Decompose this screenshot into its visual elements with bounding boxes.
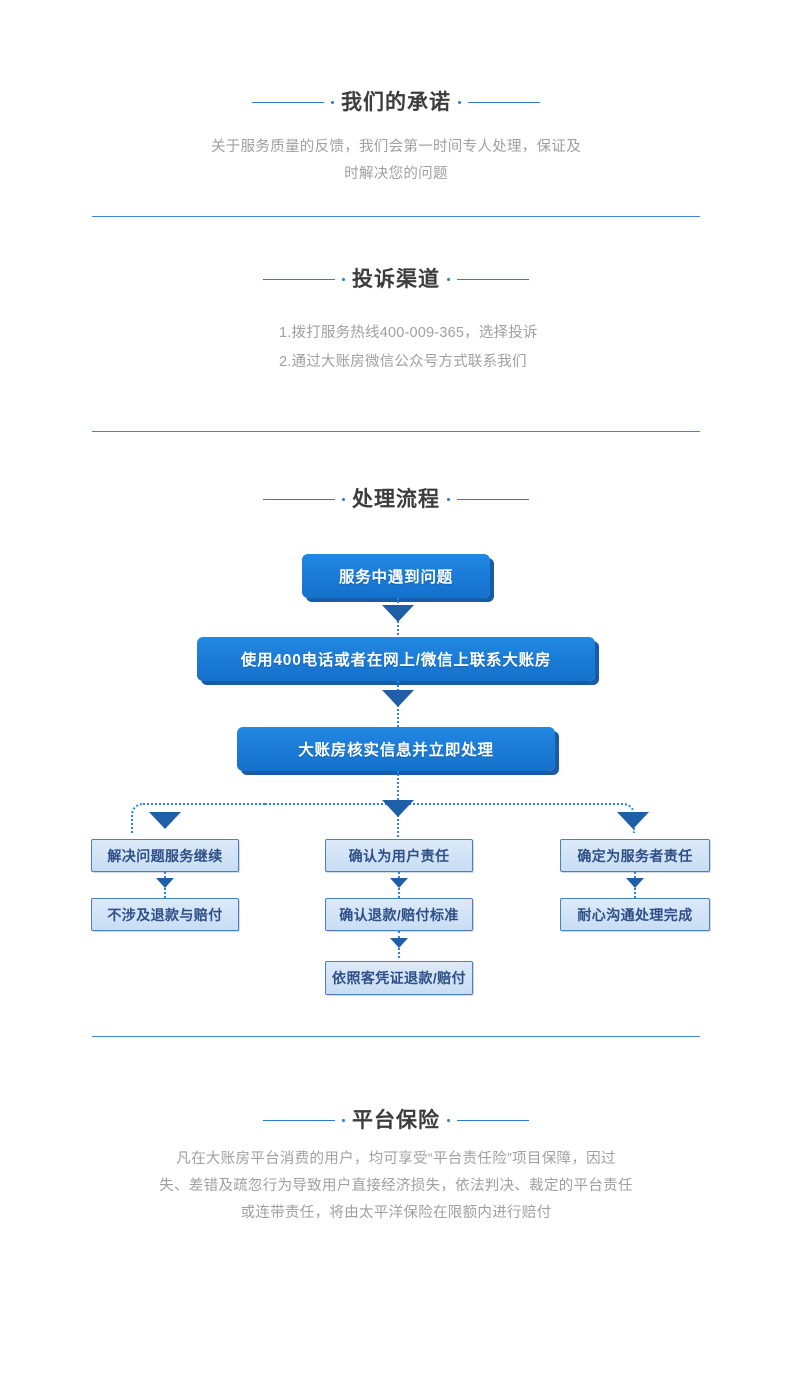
flow-node-step2[interactable]: 使用400电话或者在网上/微信上联系大账房 [197,637,595,681]
connector-step2-step3 [397,681,399,727]
arrow-right-1-2 [626,878,644,888]
connector-bus-left-corner [131,803,267,833]
insurance-line-1: 凡在大账房平台消费的用户，均可享受“平台责任险”项目保障，因过 [176,1151,616,1167]
promise-line-1: 关于服务质量的反馈，我们会第一时间专人处理，保证及 [211,139,581,155]
header-dot-right [447,498,450,501]
promise-line-2: 时解决您的问题 [344,166,448,182]
section-header-complaint: 投诉渠道 [0,269,792,290]
flow-node-label: 不涉及退款与赔付 [107,906,223,923]
page-title-insurance: 平台保险 [352,1109,440,1132]
flow-node-center-2[interactable]: 确认退款/赔付标准 [325,898,473,931]
flow-node-center-1[interactable]: 确认为用户责任 [325,839,473,872]
header-rule-left [263,279,335,280]
page-title-process: 处理流程 [352,488,440,511]
flow-node-left-2[interactable]: 不涉及退款与赔付 [91,898,239,931]
connector-left-1-2 [164,872,166,898]
header-dot-right [447,278,450,281]
flow-node-label: 大账房核实信息并立即处理 [298,742,494,759]
divider-2 [92,431,700,432]
header-dot-right [458,101,461,104]
flow-node-label: 确认为用户责任 [348,847,450,864]
complaint-paragraph: 1.拨打服务热线400-009-365，选择投诉 2.通过大账房微信公众号方式联… [279,319,538,377]
flow-node-label: 服务中遇到问题 [338,569,454,586]
header-dot-left [342,1119,345,1122]
connector-bus-right-corner [397,803,635,833]
arrow-left-1-2 [156,878,174,888]
connector-bus-left-h [265,803,399,805]
section-header-promise: 我们的承诺 [0,92,792,113]
connector-step1-step2 [397,598,399,642]
divider-1 [92,216,700,217]
complaint-line-1: 1.拨打服务热线400-009-365，选择投诉 [279,325,538,341]
flow-node-label: 使用400电话或者在网上/微信上联系大账房 [240,652,552,669]
flow-node-step1[interactable]: 服务中遇到问题 [302,554,490,598]
arrow-branch-left [149,812,181,829]
flow-node-label: 确定为服务者责任 [577,847,693,864]
connector-center-1-2 [398,872,400,898]
header-rule-left [263,1120,335,1121]
connector-bus-center [397,803,399,841]
page-title-promise: 我们的承诺 [341,91,451,114]
connector-center-2-3 [398,931,400,958]
arrow-step1-step2 [382,605,414,622]
header-dot-left [342,278,345,281]
header-dot-left [342,498,345,501]
complaint-line-2: 2.通过大账房微信公众号方式联系我们 [279,354,527,370]
flow-node-label: 耐心沟通处理完成 [577,906,693,923]
header-rule-right [457,279,529,280]
section-header-process: 处理流程 [0,489,792,510]
arrow-branch-right [617,812,649,829]
flow-node-label: 依照客凭证退款/赔付 [332,970,466,986]
arrow-center-2-3 [390,938,408,948]
flow-node-label: 确认退款/赔付标准 [339,906,459,923]
header-rule-right [457,1120,529,1121]
section-header-insurance: 平台保险 [0,1110,792,1131]
flow-node-label: 解决问题服务继续 [107,847,223,864]
flow-node-left-1[interactable]: 解决问题服务继续 [91,839,239,872]
divider-3 [92,1036,700,1037]
header-rule-right [457,499,529,500]
header-dot-left [331,101,334,104]
flow-node-center-3[interactable]: 依照客凭证退款/赔付 [325,961,473,995]
insurance-line-3: 或连带责任，将由太平洋保险在限额内进行赔付 [240,1205,552,1221]
flow-node-right-1[interactable]: 确定为服务者责任 [560,839,710,872]
flow-node-step3[interactable]: 大账房核实信息并立即处理 [237,727,555,771]
header-rule-right [468,102,540,103]
arrow-step2-step3 [382,690,414,707]
arrow-center-1-2 [390,878,408,888]
header-rule-left [263,499,335,500]
flow-node-right-2[interactable]: 耐心沟通处理完成 [560,898,710,931]
promise-paragraph: 关于服务质量的反馈，我们会第一时间专人处理，保证及 时解决您的问题 [0,134,792,188]
header-dot-right [447,1119,450,1122]
arrow-branch-center [382,800,414,817]
header-rule-left [252,102,324,103]
connector-right-1-2 [634,872,636,898]
insurance-paragraph: 凡在大账房平台消费的用户，均可享受“平台责任险”项目保障，因过 失、差错及疏忽行… [0,1146,792,1227]
connector-step3-bus [397,771,399,803]
page-title-complaint: 投诉渠道 [352,268,440,291]
insurance-line-2: 失、差错及疏忽行为导致用户直接经济损失，依法判决、裁定的平台责任 [159,1178,633,1194]
